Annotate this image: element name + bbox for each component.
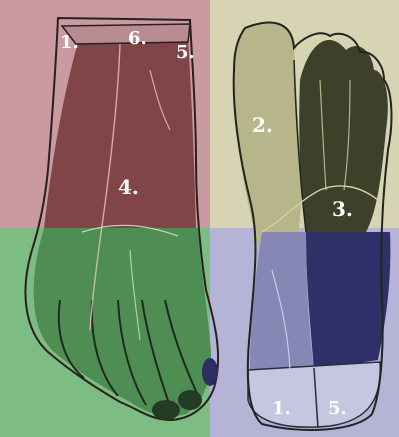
label-top-left-1: 1. [60, 32, 79, 53]
plantar-foot [233, 23, 391, 430]
heel-medial-zone [250, 232, 314, 372]
heel-lateral-zone [306, 232, 390, 370]
dorsal-top-band [62, 24, 190, 44]
label-middle-2: 2. [252, 113, 273, 137]
label-bottom-1: 1. [272, 398, 291, 419]
label-dorsum-4: 4. [118, 175, 139, 199]
toe-tip [152, 400, 180, 420]
label-top-5: 5. [176, 42, 195, 63]
toe-tip [202, 358, 218, 386]
label-middle-3: 3. [332, 197, 353, 221]
label-top-6: 6. [128, 28, 147, 49]
label-bottom-5: 5. [328, 398, 347, 419]
toe-tip [178, 390, 202, 410]
